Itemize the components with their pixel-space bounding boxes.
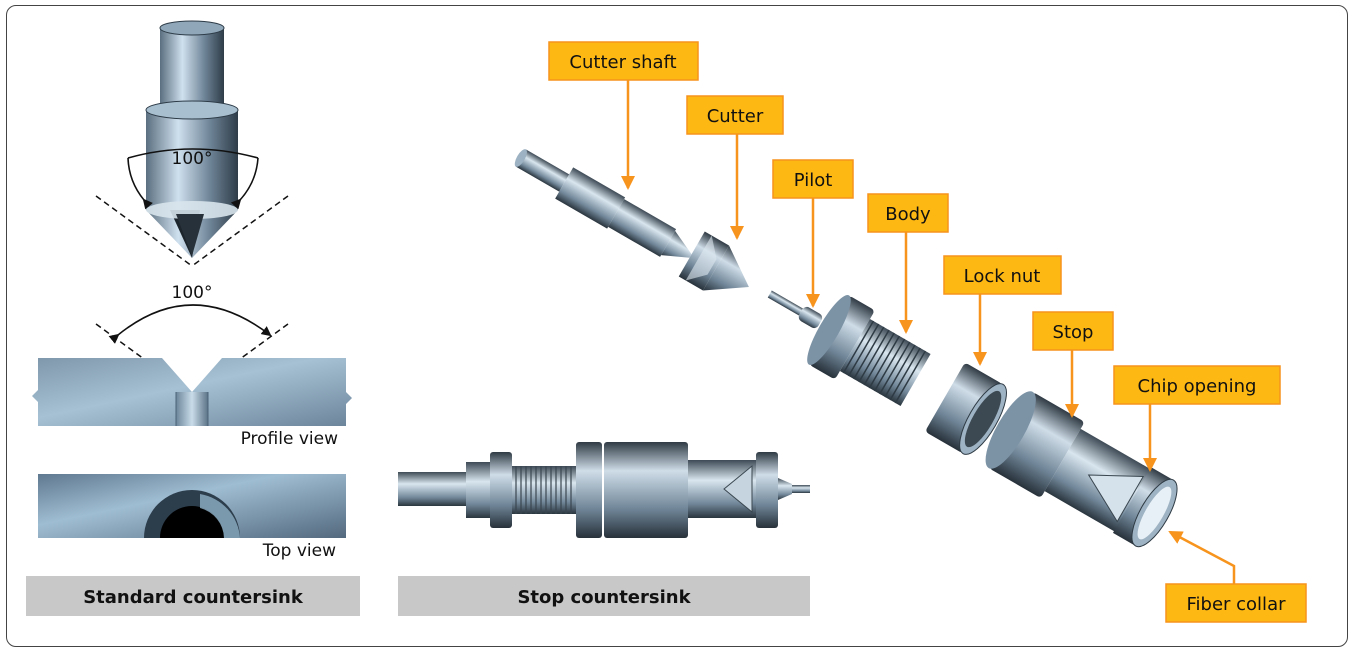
callout-stop: Stop bbox=[1032, 311, 1114, 418]
label-pilot: Pilot bbox=[794, 170, 833, 191]
callout-cutter: Cutter bbox=[686, 95, 784, 240]
label-fiber-collar: Fiber collar bbox=[1186, 594, 1286, 615]
angle-label-profile: 100° bbox=[172, 283, 213, 303]
standard-countersink-tool bbox=[145, 20, 239, 258]
callout-fiber-collar: Fiber collar bbox=[1165, 530, 1307, 623]
label-lock-nut: Lock nut bbox=[964, 266, 1041, 287]
label-body: Body bbox=[885, 204, 931, 225]
caption-stop-countersink: Stop countersink bbox=[517, 587, 691, 608]
figure-frame bbox=[6, 5, 1348, 647]
angle-label-top: 100° bbox=[172, 149, 213, 169]
exploded-pilot bbox=[767, 290, 823, 329]
callout-pilot: Pilot bbox=[772, 159, 854, 308]
label-cutter-shaft: Cutter shaft bbox=[569, 52, 676, 73]
exploded-lock-nut bbox=[926, 363, 1007, 455]
label-cutter: Cutter bbox=[707, 106, 764, 127]
top-view-plate bbox=[38, 474, 346, 538]
callout-body: Body bbox=[867, 193, 949, 334]
callout-cutter-shaft: Cutter shaft bbox=[548, 41, 699, 190]
exploded-cutter bbox=[678, 231, 749, 291]
profile-view-label: Profile view bbox=[241, 429, 339, 449]
caption-standard-countersink: Standard countersink bbox=[83, 587, 304, 608]
caption-bar-stop bbox=[398, 576, 810, 616]
thread-lines bbox=[515, 466, 572, 514]
callout-chip-opening: Chip opening bbox=[1113, 365, 1281, 472]
exploded-stop bbox=[985, 391, 1178, 548]
caption-bar-standard bbox=[26, 576, 360, 616]
label-chip-opening: Chip opening bbox=[1138, 376, 1257, 397]
stop-countersink-assembled bbox=[398, 442, 810, 538]
exploded-body bbox=[807, 295, 931, 406]
profile-view-plate bbox=[32, 358, 352, 426]
profile-angle-guides bbox=[95, 304, 289, 395]
exploded-cutter-shaft bbox=[514, 149, 692, 258]
top-view-label: Top view bbox=[262, 541, 336, 561]
top-angle-guides bbox=[95, 148, 289, 267]
callout-lock-nut: Lock nut bbox=[943, 255, 1062, 366]
label-stop: Stop bbox=[1053, 322, 1094, 343]
